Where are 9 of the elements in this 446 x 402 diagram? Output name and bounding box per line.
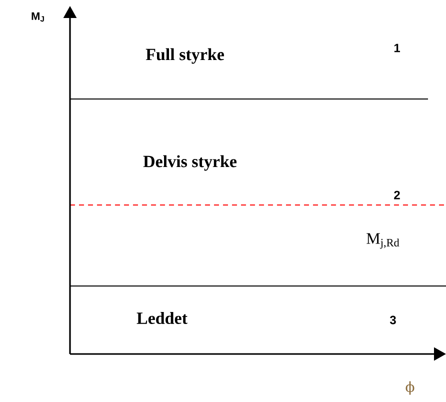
axis-label: M$_{J}$	[32, 12, 44, 22]
region-label: Leddet	[136, 312, 188, 324]
moment-label: M$_{j,Rd}$	[366, 233, 400, 249]
region-label: Full styrke	[146, 48, 224, 64]
region-number: 3	[390, 316, 396, 324]
region-number: 2	[394, 190, 400, 200]
region-number: 1	[394, 44, 400, 52]
axis-label: ϕ	[406, 381, 414, 395]
region-label: Delvis styrke	[143, 155, 237, 171]
